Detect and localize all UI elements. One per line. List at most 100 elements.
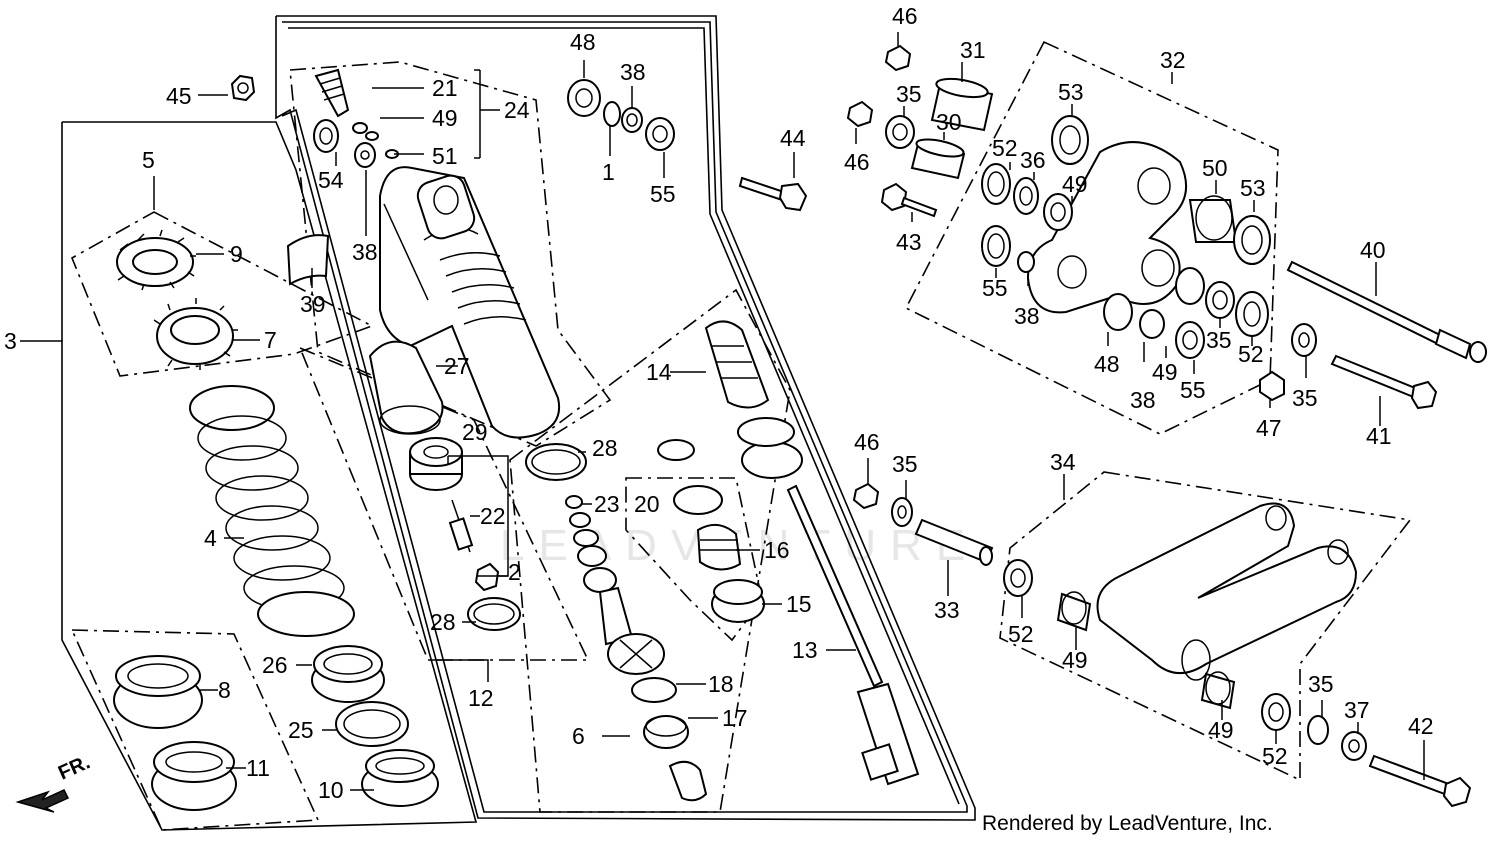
callout-23: 23 — [594, 491, 620, 517]
callout-8: 8 — [218, 677, 231, 703]
callout-1: 1 — [602, 159, 615, 185]
collar-15 — [711, 579, 765, 623]
callout-27: 27 — [444, 353, 470, 379]
callout-41: 41 — [1366, 423, 1392, 449]
bump-cap-27 — [368, 340, 444, 435]
bolt-43 — [880, 182, 938, 218]
callout-37: 37 — [1344, 697, 1370, 723]
nut-46-top — [884, 44, 912, 72]
washer-37 — [1341, 731, 1367, 761]
callout-38-a: 38 — [352, 239, 378, 265]
bearing-49-top — [1043, 193, 1073, 231]
callout-4: 4 — [204, 525, 217, 551]
callout-7: 7 — [264, 327, 277, 353]
callout-26: 26 — [262, 652, 288, 678]
nut-47 — [1259, 370, 1285, 402]
bearing-49-arm2 — [1200, 671, 1236, 710]
callout-35-a: 35 — [896, 81, 922, 107]
collar-33 — [914, 518, 994, 566]
nut-46-low — [852, 482, 880, 510]
callout-12: 12 — [468, 685, 494, 711]
front-label: FR. — [55, 751, 93, 784]
valve-stack-23 — [565, 495, 634, 646]
washer-35-low — [1307, 715, 1329, 745]
callout-53-b: 53 — [1240, 175, 1266, 201]
callout-38-c: 38 — [1014, 303, 1040, 329]
seal-55-top — [645, 117, 675, 151]
bolt-44 — [738, 176, 808, 212]
washer-36 — [1013, 177, 1039, 215]
bushing-29 — [409, 437, 463, 491]
callout-36: 36 — [1020, 147, 1046, 173]
callout-14: 14 — [646, 359, 672, 385]
callout-47: 47 — [1256, 415, 1282, 441]
callout-45: 45 — [166, 83, 192, 109]
callout-33: 33 — [934, 597, 960, 623]
callout-18: 18 — [708, 671, 734, 697]
seal-55-right — [1175, 321, 1205, 359]
callout-2: 2 — [508, 559, 521, 585]
seal-55-left — [981, 225, 1011, 267]
callout-17: 17 — [722, 705, 748, 731]
bearing-49-right — [1175, 267, 1205, 305]
callout-39: 39 — [300, 291, 326, 317]
valve-21 — [314, 68, 350, 118]
group-8-11 — [70, 629, 320, 831]
collar-30 — [910, 138, 966, 180]
callout-38-d: 38 — [1130, 387, 1156, 413]
callout-55-c: 55 — [1180, 377, 1206, 403]
front-direction-arrow: FR. — [15, 751, 93, 813]
callout-9: 9 — [230, 241, 243, 267]
spring-seat-8 — [113, 655, 203, 729]
lock-nut-9 — [116, 229, 196, 291]
spring-assembly-frame — [61, 121, 478, 831]
callout-49-a: 49 — [432, 105, 458, 131]
bearing-50 — [1188, 195, 1238, 243]
bearing-48-top — [567, 79, 601, 117]
callout-30: 30 — [936, 109, 962, 135]
callout-42: 42 — [1408, 713, 1434, 739]
washer-top — [657, 439, 695, 461]
callout-38-b: 38 — [620, 59, 646, 85]
bearing-54 — [313, 119, 339, 153]
callout-25: 25 — [288, 717, 314, 743]
callout-34: 34 — [1050, 449, 1076, 475]
seal-52-left — [981, 163, 1011, 205]
callout-48-a: 48 — [570, 29, 596, 55]
callout-16: 16 — [764, 537, 790, 563]
callout-52-b: 52 — [1238, 341, 1264, 367]
shock-body-frame — [275, 15, 976, 821]
arm-34 — [1096, 502, 1358, 681]
seal-52-right — [1235, 291, 1269, 337]
rod-13 — [786, 484, 920, 786]
group-24 — [289, 61, 612, 447]
ring-25 — [335, 701, 409, 747]
shock-body — [379, 166, 560, 439]
bottom-stack — [668, 760, 708, 802]
callout-49-c: 49 — [1152, 359, 1178, 385]
callout-15: 15 — [786, 591, 812, 617]
callout-44: 44 — [780, 125, 806, 151]
callout-35-c: 35 — [1292, 385, 1318, 411]
group-5 — [70, 211, 374, 377]
nut-45 — [230, 74, 256, 102]
callout-31: 31 — [960, 37, 986, 63]
callout-40: 40 — [1360, 237, 1386, 263]
bolt-42 — [1368, 754, 1472, 808]
callout-32: 32 — [1160, 47, 1186, 73]
ring-17 — [643, 715, 689, 749]
callout-53-a: 53 — [1058, 79, 1084, 105]
ring-18 — [631, 677, 677, 703]
bushing-26 — [311, 645, 385, 703]
callout-49-b: 49 — [1062, 171, 1088, 197]
callout-35-d: 35 — [892, 451, 918, 477]
seal-53-top — [1051, 115, 1089, 165]
callout-48-b: 48 — [1094, 351, 1120, 377]
callout-46-a: 46 — [892, 3, 918, 29]
callout-50: 50 — [1202, 155, 1228, 181]
callout-6: 6 — [572, 723, 585, 749]
spring-4 — [189, 385, 355, 637]
callout-43: 43 — [896, 229, 922, 255]
bolt-41 — [1330, 354, 1438, 410]
